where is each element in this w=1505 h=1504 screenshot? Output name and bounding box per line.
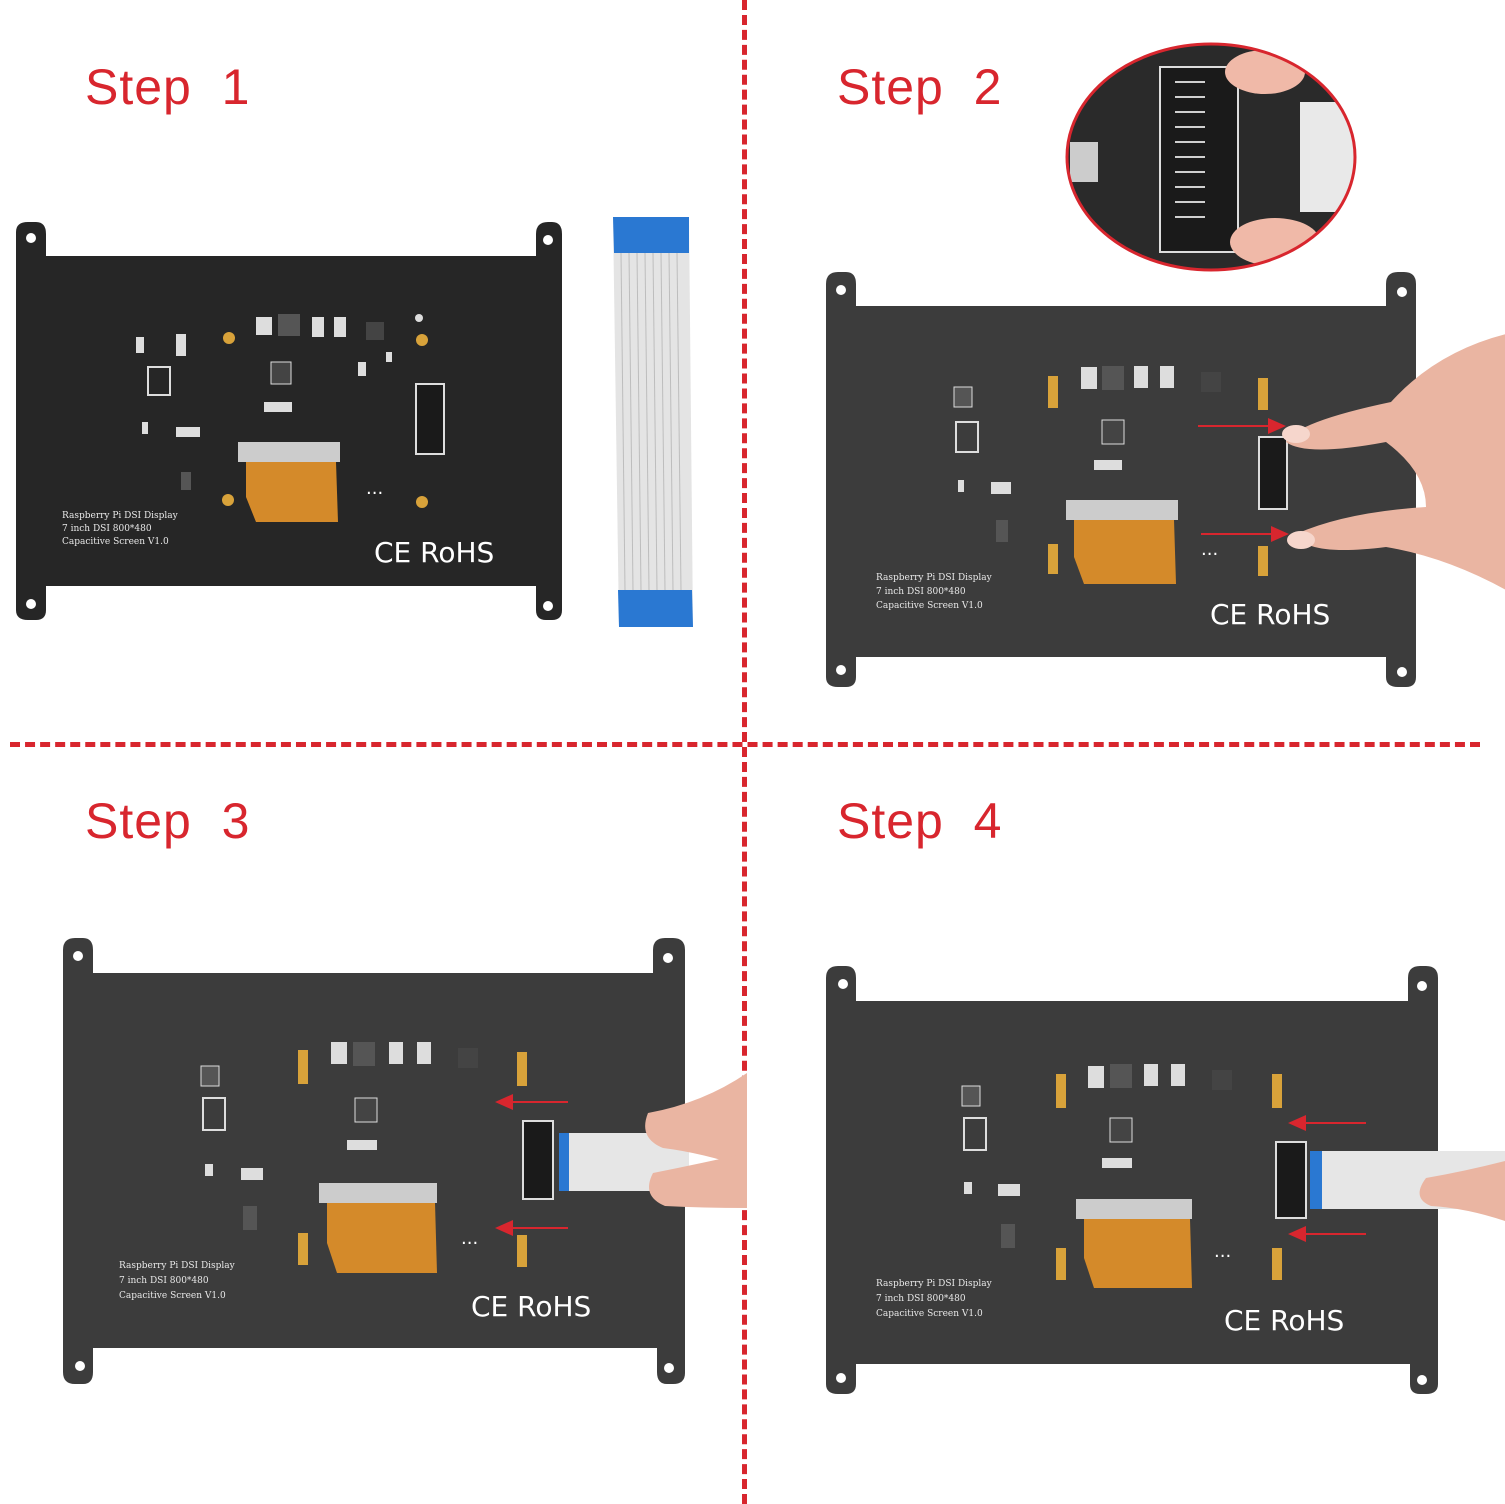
step-4-silkscreen-1: Raspberry Pi DSI Display <box>876 1279 993 1289</box>
finger-icon <box>1282 334 1505 590</box>
step-2-display-board: ... Raspberry Pi DSI Display 7 inch DSI … <box>826 272 1505 692</box>
step-1-title: Step 1 <box>85 59 251 115</box>
red-arrow-icon <box>1288 1115 1366 1242</box>
step-4-silkscreen-2: 7 inch DSI 800*480 <box>876 1294 966 1304</box>
step-4-dots: ... <box>1214 1241 1231 1262</box>
step-4-display-board: ... Raspberry Pi DSI Display 7 inch DSI … <box>826 966 1505 1396</box>
step-3-ce-mark: CE RoHS <box>471 1290 591 1323</box>
zoom-inset-icon <box>1065 42 1361 272</box>
step-3-silkscreen-1: Raspberry Pi DSI Display <box>119 1261 236 1271</box>
step-3-silkscreen-2: 7 inch DSI 800*480 <box>119 1276 209 1286</box>
step-1-silkscreen-3: Capacitive Screen V1.0 <box>62 537 169 547</box>
step-4-title: Step 4 <box>837 793 1003 849</box>
step-4-ce-mark: CE RoHS <box>1224 1304 1344 1337</box>
step-2-title: Step 2 <box>837 59 1003 115</box>
step-1-dots: ... <box>366 478 383 499</box>
step-3-silkscreen-3: Capacitive Screen V1.0 <box>119 1291 226 1301</box>
step-2-ce-mark: CE RoHS <box>1210 598 1330 631</box>
step-2-silkscreen-1: Raspberry Pi DSI Display <box>876 573 993 583</box>
ribbon-cable-icon <box>605 215 700 635</box>
step-3-display-board: ... Raspberry Pi DSI Display 7 inch DSI … <box>63 938 747 1388</box>
finger-icon <box>645 1073 747 1208</box>
step-3-title: Step 3 <box>85 793 251 849</box>
step-2-dots: ... <box>1201 539 1218 560</box>
step-1-silkscreen-2: 7 inch DSI 800*480 <box>62 524 152 534</box>
vertical-divider <box>742 0 747 1504</box>
step-1-display-board: ... Raspberry Pi DSI Display 7 inch DSI … <box>16 222 566 622</box>
step-2-silkscreen-2: 7 inch DSI 800*480 <box>876 587 966 597</box>
finger-icon <box>1419 1161 1505 1221</box>
step-1-ce-mark: CE RoHS <box>374 536 494 569</box>
step-4-silkscreen-3: Capacitive Screen V1.0 <box>876 1309 983 1319</box>
horizontal-divider <box>10 742 1480 747</box>
red-arrow-icon <box>1198 418 1289 542</box>
step-2-silkscreen-3: Capacitive Screen V1.0 <box>876 601 983 611</box>
step-1-silkscreen-1: Raspberry Pi DSI Display <box>62 511 179 521</box>
step-3-dots: ... <box>461 1228 478 1249</box>
red-arrow-icon <box>495 1094 568 1236</box>
